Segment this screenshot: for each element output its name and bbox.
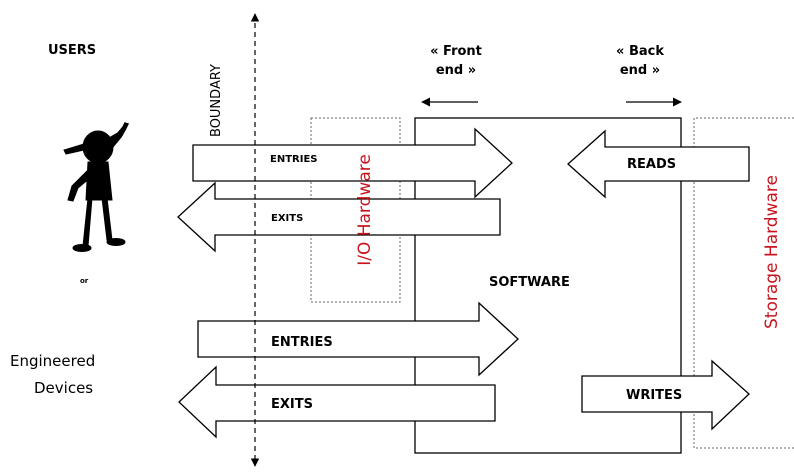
storage-hardware-label: Storage Hardware — [762, 175, 782, 329]
engineered-devices-label-line1: Engineered — [10, 352, 95, 370]
user-exits-arrow — [178, 183, 500, 251]
user-entries-arrow — [193, 129, 512, 197]
software-label: SOFTWARE — [489, 275, 570, 290]
user-entries-label: ENTRIES — [270, 154, 317, 165]
back-end-label-line2: end » — [620, 63, 660, 78]
boundary-label: BOUNDARY — [209, 64, 224, 137]
or-label: or — [80, 277, 89, 285]
back-end-label-line1: « Back — [616, 44, 664, 59]
writes-label: WRITES — [626, 388, 682, 403]
users-label: USERS — [48, 43, 96, 58]
stick-figure-user-icon — [64, 123, 128, 252]
device-exits-arrow — [179, 367, 495, 437]
engineered-devices-label-line2: Devices — [34, 379, 93, 397]
device-entries-arrow — [198, 303, 518, 375]
user-exits-label: EXITS — [271, 213, 303, 224]
device-entries-label: ENTRIES — [271, 335, 333, 350]
reads-label: READS — [627, 157, 676, 172]
device-exits-label: EXITS — [271, 397, 313, 412]
front-end-label-line1: « Front — [430, 44, 482, 59]
io-hardware-label: I/O Hardware — [355, 154, 375, 266]
front-end-label-line2: end » — [436, 63, 476, 78]
